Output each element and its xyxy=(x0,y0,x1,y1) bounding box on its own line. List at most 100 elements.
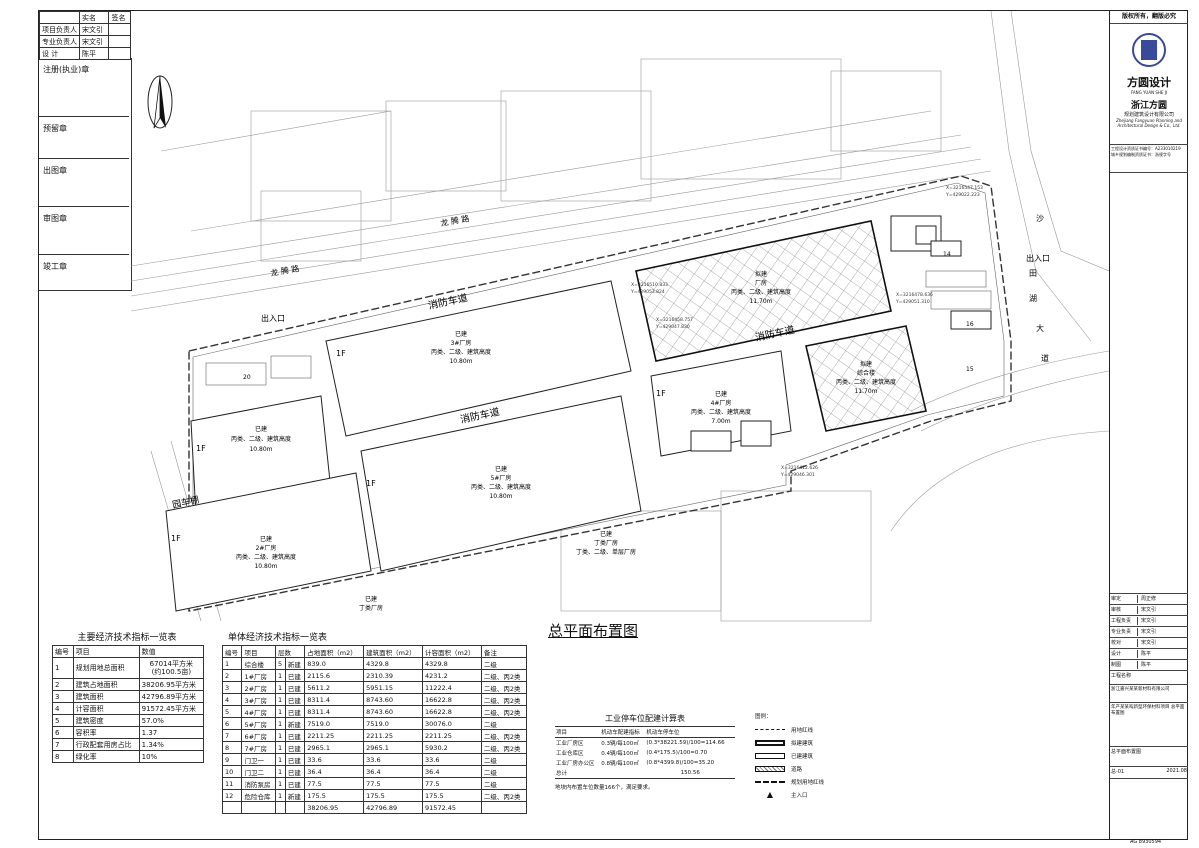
parking-cell: 工业仓库区 xyxy=(556,751,584,757)
unit-cell: 1 xyxy=(274,705,286,718)
main-cell: 57.0% xyxy=(138,714,205,727)
unit-cell: 危险仓库 xyxy=(241,789,276,802)
title-field-row: 制图陈平 xyxy=(1110,660,1188,671)
main-cell: 8 xyxy=(52,750,74,763)
main-cell: 建筑占地面积 xyxy=(72,678,140,691)
unit-cell: 7519.0 xyxy=(304,717,365,730)
unit-cell: 新建 xyxy=(284,717,306,730)
building-label: 10.80m xyxy=(449,358,472,365)
sign-signature xyxy=(108,23,131,36)
title-field-row: 审核宋文引 xyxy=(1110,605,1188,616)
parking-cell: 0.8辆/每100㎡ xyxy=(601,761,639,767)
unit-header: 建筑面积（m2） xyxy=(363,645,424,658)
title-block: 版权所有，翻版必究 方圆设计 FANG YUAN SHE JI 浙江方圆 规划建… xyxy=(1109,10,1188,840)
main-cell: 38206.95平方米 xyxy=(138,678,205,691)
main-cell: 2 xyxy=(52,678,74,691)
building-label: 已建 xyxy=(260,535,272,543)
title-field-name: 宋文引 xyxy=(1141,618,1157,624)
entrance-label: 出入口 xyxy=(261,313,285,323)
title-field-name: 宋文引 xyxy=(1141,640,1157,646)
unit-cell: 2965.1 xyxy=(304,741,365,754)
title-field-row: 校对宋文引 xyxy=(1110,638,1188,649)
unit-cell: 1 xyxy=(274,669,286,682)
building-label: 3#厂房 xyxy=(451,339,472,347)
unit-cell: 二级、丙2类 xyxy=(480,741,528,754)
main-cell: 3 xyxy=(52,690,74,703)
title-field-name: 宋文引 xyxy=(1141,607,1157,613)
footer-code: AG 8930594 xyxy=(1130,839,1162,845)
main-header: 编号 xyxy=(52,645,74,658)
unit-cell: 36.4 xyxy=(363,765,424,778)
building-label: 已建 xyxy=(365,595,377,603)
river-label: 田 xyxy=(1029,269,1037,278)
certificate: 工程设计资质证书编号：A233010219 xyxy=(1111,146,1181,151)
parking-cell: 工业厂房区 xyxy=(556,741,584,747)
building-label: 已建 xyxy=(715,390,727,398)
unit-cell: 二级 xyxy=(480,717,528,730)
building-number: 15 xyxy=(966,366,974,373)
legend-item: 已建建筑 xyxy=(755,749,865,762)
unit-cell: 2211.25 xyxy=(363,729,424,742)
legend-label: 已建建筑 xyxy=(791,753,814,760)
company-logo-text: 方圆设计 xyxy=(1127,76,1171,89)
unit-cell: 7519.0 xyxy=(363,717,424,730)
main-cell: 1.34% xyxy=(138,738,205,751)
main-table-title: 主要经济技术指标一览表 xyxy=(77,633,177,643)
north-arrow-icon xyxy=(147,75,173,129)
boundary-line-icon xyxy=(755,729,785,730)
drawing-frame xyxy=(38,10,1188,840)
unit-cell: 175.5 xyxy=(304,789,365,802)
existing-building-icon xyxy=(755,752,785,759)
unit-cell: 91572.45 xyxy=(422,801,482,814)
title-field-name: 陈平 xyxy=(1141,651,1152,657)
floor-marker: 1F xyxy=(171,534,181,543)
company-name-2: 规划建筑设计有限公司 xyxy=(1123,112,1174,118)
unit-cell: 已建 xyxy=(284,741,306,754)
unit-cell: 1 xyxy=(274,753,286,766)
title-field-label: 校对 xyxy=(1111,639,1138,647)
unit-cell: 4329.8 xyxy=(422,657,482,670)
building-label: 丁类厂房 xyxy=(359,604,383,612)
unit-cell: 4329.8 xyxy=(363,657,424,670)
stamp-review: 审图章 xyxy=(39,206,129,224)
unit-cell: 36.4 xyxy=(304,765,365,778)
entrance-triangle-icon: ▲ xyxy=(766,790,774,799)
sheet-date: 2021.08 xyxy=(1166,768,1187,774)
unit-cell: 二级、丙2类 xyxy=(480,705,528,718)
unit-cell: 2 xyxy=(221,669,243,682)
unit-cell: 1 xyxy=(274,777,286,790)
project-label: 工程名称 xyxy=(1110,671,1188,685)
unit-cell: 9 xyxy=(221,753,243,766)
main-cell: 1 xyxy=(52,657,74,679)
main-cell: 行政配套用房占比 xyxy=(72,738,140,751)
building-label: 5#厂房 xyxy=(491,474,512,482)
building-label: 10.80m xyxy=(249,446,272,453)
legend-item: 规划用地红线 xyxy=(755,775,865,788)
unit-cell: 5 xyxy=(274,657,286,670)
sign-role: 设 计 xyxy=(39,47,80,60)
main-cell: 6 xyxy=(52,726,74,739)
building-3 xyxy=(325,280,632,437)
unit-cell: 消防泵房 xyxy=(241,777,276,790)
sign-signature xyxy=(108,35,131,48)
unit-cell: 1 xyxy=(274,681,286,694)
unit-table: 编号 项目 层数 占地面积（m2） 建筑面积（m2） 计容面积（m2） 备注 1… xyxy=(221,645,528,814)
building-number: 16 xyxy=(966,321,974,328)
unit-cell: 36.4 xyxy=(422,765,482,778)
main-cell: 42796.89平方米 xyxy=(138,690,205,703)
legend-item: ▲ 主入口 xyxy=(755,788,865,801)
unit-cell: 5951.15 xyxy=(363,681,424,694)
planning-line-icon xyxy=(755,780,785,783)
legend-item: 道路 xyxy=(755,762,865,775)
unit-cell xyxy=(274,801,286,814)
title-fields: 审定周正修审核宋文引工程负责宋文引专业负责宋文引校对宋文引设计陈平制图陈平 xyxy=(1110,594,1188,671)
unit-indicators: 单体经济技术指标一览表 编号 项目 层数 占地面积（m2） 建筑面积（m2） 计… xyxy=(221,630,528,814)
unit-header: 项目 xyxy=(241,645,276,658)
unit-cell: 4#厂房 xyxy=(241,705,276,718)
